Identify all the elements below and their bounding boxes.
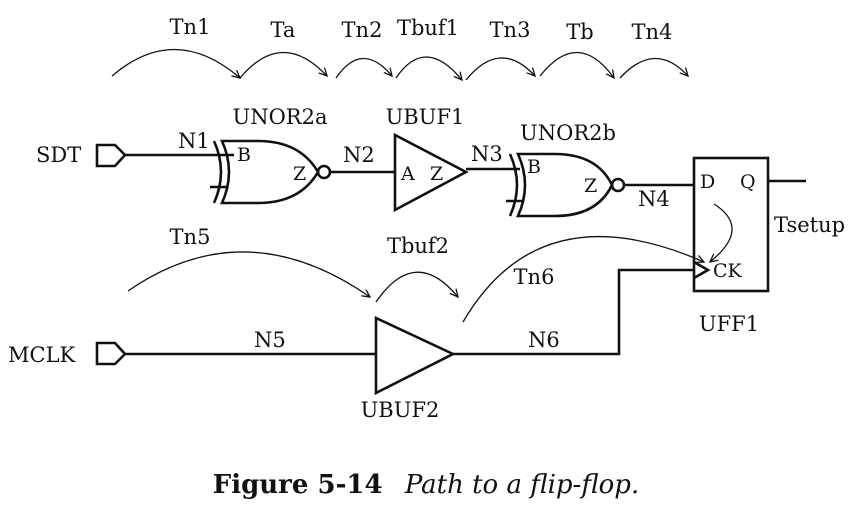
label-tn1: Tn1: [170, 15, 211, 39]
buffer-ubuf1: [393, 132, 469, 213]
arc-tn2: [335, 57, 392, 79]
cell-unor2b-label: UNOR2b: [520, 121, 616, 145]
arc-tn5: [127, 251, 370, 297]
label-ta: Ta: [271, 18, 296, 42]
net-n5-label: N5: [254, 328, 286, 352]
arc-tbuf1: [395, 56, 462, 80]
net-n4-label: N4: [638, 187, 670, 211]
wire-n6: [453, 268, 694, 356]
arc-tn6: [462, 236, 704, 323]
arc-tn4: [619, 57, 688, 79]
flip-flop-uff1: [692, 156, 770, 293]
label-tb: Tb: [566, 20, 593, 44]
label-tn3: Tn3: [490, 18, 531, 42]
figure-title: Path to a flip-flop.: [404, 470, 639, 500]
port-mclk-symbol: [95, 341, 127, 366]
arc-ta: [239, 51, 327, 79]
pin-ubuf1-a: A: [400, 163, 415, 185]
clock-pin-triangle: [693, 260, 711, 280]
label-tn4: Tn4: [632, 20, 673, 44]
cell-uff1-label: UFF1: [699, 312, 759, 336]
figure-number: Figure 5-14: [213, 470, 383, 500]
label-tn6: Tn6: [514, 265, 555, 289]
cell-ubuf1-label: UBUF1: [386, 105, 465, 129]
pin-unor2a-b: B: [237, 144, 251, 166]
arc-tbuf2: [375, 271, 458, 303]
arc-tsetup: [710, 203, 733, 262]
port-sdt-label: SDT: [36, 143, 81, 167]
label-tn2: Tn2: [342, 18, 383, 42]
arc-tn1: [111, 48, 240, 78]
pin-uff1-d: D: [700, 171, 715, 193]
gate-unor2a: [210, 139, 332, 205]
pin-uff1-q: Q: [740, 171, 756, 193]
port-mclk-label: MCLK: [8, 343, 76, 367]
label-tn5: Tn5: [170, 225, 211, 249]
pin-unor2b-z: Z: [584, 175, 597, 197]
label-tbuf2: Tbuf2: [387, 234, 449, 258]
gate-unor2b: [506, 152, 626, 218]
pin-ubuf1-z: Z: [430, 163, 443, 185]
cell-unor2a-label: UNOR2a: [233, 105, 328, 129]
arc-tb: [539, 51, 614, 78]
arc-tn3: [465, 57, 535, 81]
pin-unor2b-b: B: [527, 156, 541, 178]
label-tsetup: Tsetup: [774, 213, 845, 237]
cell-ubuf2-label: UBUF2: [361, 398, 440, 422]
net-n6-label: N6: [528, 328, 560, 352]
buffer-ubuf2: [374, 315, 456, 396]
net-n2-label: N2: [343, 143, 375, 167]
pin-uff1-ck: CK: [713, 260, 743, 282]
label-tbuf1: Tbuf1: [397, 16, 459, 40]
port-sdt-symbol: [95, 143, 127, 168]
pin-unor2a-z: Z: [293, 163, 306, 185]
net-n3-label: N3: [471, 142, 503, 166]
net-n1-label: N1: [178, 129, 210, 153]
figure-caption: Figure 5-14 Path to a flip-flop.: [213, 470, 639, 500]
